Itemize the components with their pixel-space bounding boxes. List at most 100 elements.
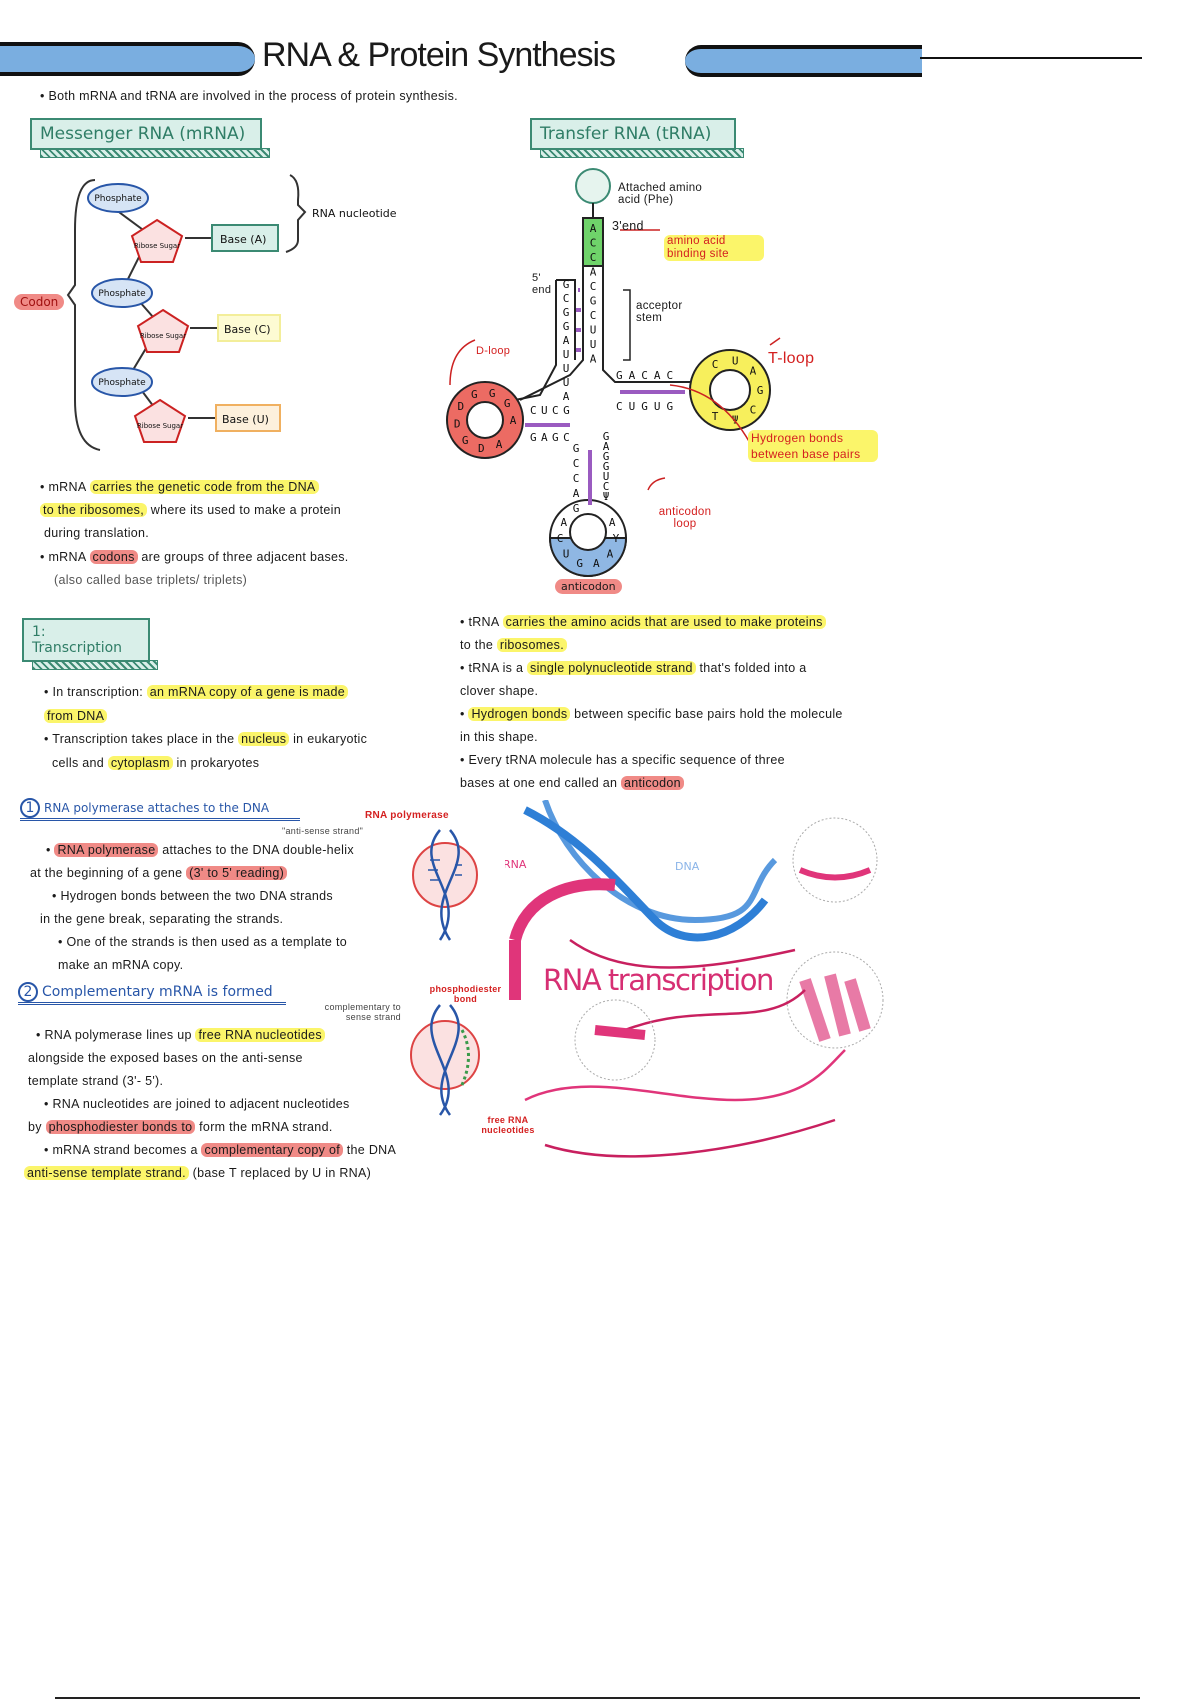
trna-base-seq_t_loop: U bbox=[732, 354, 739, 367]
trna-base-seq_ac_right: C bbox=[603, 480, 610, 493]
text: • Hydrogen bonds between the two DNA str… bbox=[52, 889, 333, 903]
trna-d-arm-bottom: GAGC bbox=[530, 431, 574, 444]
base-c-label: Base (C) bbox=[224, 323, 271, 336]
note-line: cells and cytoplasm in prokaryotes bbox=[52, 755, 259, 770]
trna-base-seq_ac_loop: Y bbox=[613, 532, 620, 545]
note-line: • Hydrogen bonds between the two DNA str… bbox=[52, 889, 333, 903]
text: template strand (3'- 5'). bbox=[28, 1074, 164, 1088]
phosphate-label: Phosphate bbox=[94, 194, 142, 204]
trna-base-seq_ac_loop: A bbox=[593, 557, 600, 570]
page-title: RNA & Protein Synthesis bbox=[262, 36, 616, 74]
text: • bbox=[46, 843, 55, 857]
trna-base-seq_acceptor_5: U bbox=[563, 362, 570, 375]
base-a-label: Base (A) bbox=[220, 233, 266, 246]
phosphodiester-label: phosphodiester bond bbox=[429, 984, 502, 1004]
text: in this shape. bbox=[460, 730, 538, 744]
trna-base-seq_ac_right: G bbox=[603, 460, 610, 473]
trna-base-seq_acceptor_3: A bbox=[590, 266, 597, 279]
trna-t-arm-bottom: CUGUG bbox=[616, 400, 679, 413]
complementary-label: complementary to sense strand bbox=[324, 1002, 401, 1022]
note-line: template strand (3'- 5'). bbox=[28, 1074, 163, 1088]
trna-base-seq_t_loop: T bbox=[712, 410, 719, 423]
text: • One of the strands is then used as a t… bbox=[58, 935, 347, 949]
header-rule bbox=[920, 57, 1142, 59]
sugar-label: Ribose Sugar bbox=[137, 422, 183, 430]
trna-base-seq_d_loop: G bbox=[504, 397, 511, 410]
phosphate-label: Phosphate bbox=[98, 289, 146, 299]
t-loop-label: T-loop bbox=[768, 350, 815, 367]
text: in the gene break, separating the strand… bbox=[40, 912, 284, 926]
trna-t-arm-top: GACAC bbox=[616, 369, 679, 382]
trna-anticodon-arm-left: GCCAG bbox=[570, 442, 583, 517]
note-line: • tRNA carries the amino acids that are … bbox=[460, 615, 826, 629]
trna-heading: Transfer RNA (tRNA) bbox=[530, 118, 744, 158]
text: • mRNA bbox=[40, 480, 90, 494]
highlight: carries the genetic code from the DNA bbox=[89, 480, 319, 494]
trna-base-seq_ac_loop: U bbox=[563, 547, 570, 560]
note-line: • RNA polymerase attaches to the DNA dou… bbox=[46, 843, 354, 857]
text: • bbox=[460, 707, 469, 721]
trna-base-seq_acceptor_5: C bbox=[563, 292, 570, 305]
note-line: • tRNA is a single polynucleotide strand… bbox=[460, 661, 807, 675]
text: • tRNA is a bbox=[460, 661, 528, 675]
sugar-label: Ribose Sugar bbox=[134, 242, 180, 250]
text: to the bbox=[460, 638, 497, 652]
trna-base-seq_acceptor_3: A bbox=[590, 353, 597, 366]
note-line: during translation. bbox=[44, 526, 150, 540]
note-line: to the ribosomes, where its used to make… bbox=[40, 503, 341, 517]
note-line: • mRNA strand becomes a complementary co… bbox=[44, 1143, 396, 1157]
binding-site-label: amino acid binding site bbox=[664, 235, 764, 261]
rna-nucleotide-label: RNA nucleotide bbox=[312, 207, 397, 220]
trna-base-seq_t_loop: Ψ bbox=[732, 414, 739, 427]
note-line: • One of the strands is then used as a t… bbox=[58, 935, 347, 949]
text: are groups of three adjacent bases. bbox=[137, 550, 349, 564]
trna-base-seq_t_loop: G bbox=[757, 384, 764, 397]
text: make an mRNA copy. bbox=[58, 958, 184, 972]
trna-base-seq_acceptor_5: U bbox=[563, 376, 570, 389]
rna-label: RNA bbox=[505, 858, 527, 871]
text: between specific base pairs hold the mol… bbox=[570, 707, 843, 721]
highlight: complementary copy of bbox=[201, 1143, 343, 1157]
trna-base-seq_d_loop: A bbox=[510, 414, 517, 427]
note-line: make an mRNA copy. bbox=[58, 958, 183, 972]
five-end-label: 5' end bbox=[532, 272, 552, 296]
highlight: RNA polymerase bbox=[54, 843, 159, 857]
text: • RNA nucleotides are joined to adjacent… bbox=[44, 1097, 350, 1111]
phosphate-label: Phosphate bbox=[98, 378, 146, 388]
anticodon-loop-label: anticodon loop bbox=[658, 506, 712, 530]
text: attaches to the DNA double-helix bbox=[158, 843, 354, 857]
text: (base T replaced by U in RNA) bbox=[188, 1166, 372, 1180]
trna-base-seq_acceptor_5: A bbox=[563, 390, 570, 403]
highlight: (3' to 5' reading) bbox=[186, 866, 288, 880]
step-title: Complementary mRNA is formed bbox=[42, 984, 273, 1000]
text: at the beginning of a gene bbox=[30, 866, 187, 880]
text: where its used to make a protein bbox=[146, 503, 342, 517]
antisense-strand-label: "anti-sense strand" bbox=[282, 826, 364, 836]
trna-base-seq_d_loop: D bbox=[454, 418, 461, 431]
footer-rule bbox=[55, 1697, 1140, 1699]
trna-base-seq_d_loop: A bbox=[496, 438, 503, 451]
note-line: by phosphodiester bonds to form the mRNA… bbox=[28, 1120, 333, 1134]
dna-helix-polymerase-diagram-2 bbox=[410, 1004, 480, 1116]
trna-base-seq_ac_right: U bbox=[603, 470, 610, 483]
text: • Transcription takes place in the bbox=[44, 732, 239, 746]
trna-base-seq_d_loop: D bbox=[478, 442, 485, 455]
highlight: an mRNA copy of a gene is made bbox=[146, 685, 348, 699]
text: • mRNA bbox=[40, 550, 90, 564]
trna-base-seq_acceptor_5: G bbox=[563, 320, 570, 333]
text: cells and bbox=[52, 755, 108, 770]
acceptor-stem-label: acceptor stem bbox=[636, 300, 683, 324]
text: alongside the exposed bases on the anti-… bbox=[28, 1051, 303, 1065]
trna-base-seq_ac_loop: A bbox=[607, 547, 614, 560]
sugar-pentagons bbox=[130, 218, 190, 443]
note-line: • In transcription: an mRNA copy of a ge… bbox=[44, 685, 348, 699]
note-line: at the beginning of a gene (3' to 5' rea… bbox=[30, 866, 288, 880]
note-line: clover shape. bbox=[460, 684, 538, 698]
trna-base-seq_acceptor_3: U bbox=[590, 338, 597, 351]
header-bar-left bbox=[0, 42, 255, 76]
step-number: 2 bbox=[18, 982, 38, 1002]
free-nucleotides-label: free RNA nucleotides bbox=[481, 1115, 535, 1135]
note-line: • RNA polymerase lines up free RNA nucle… bbox=[36, 1028, 325, 1042]
